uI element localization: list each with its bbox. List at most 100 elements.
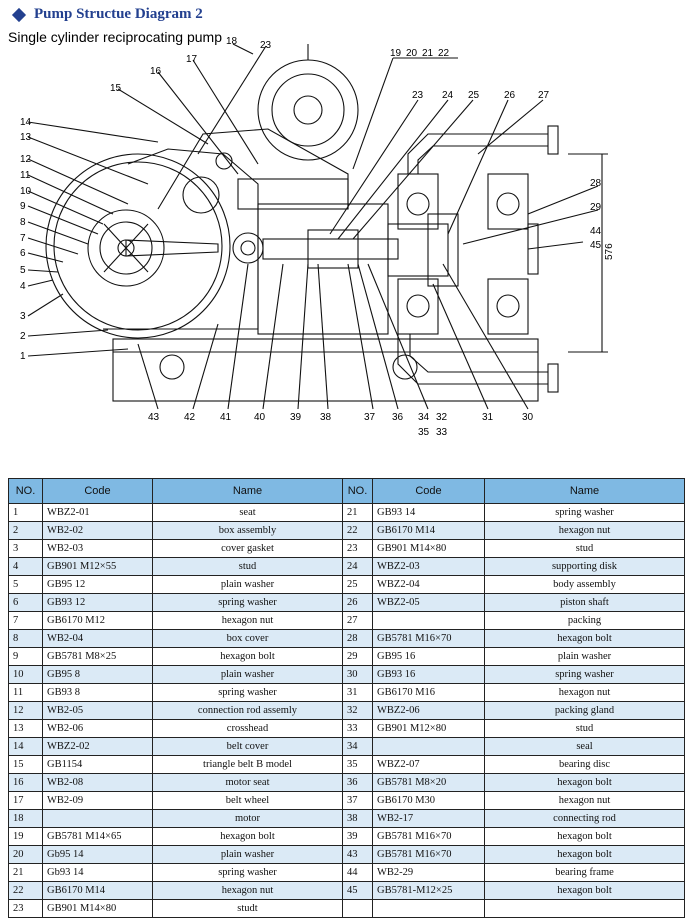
table-cell-code1: GB901 M12×55	[42, 557, 153, 576]
header-name-left: Name	[152, 478, 343, 504]
table-cell-code2: GB5781 M16×70	[372, 845, 485, 864]
label-43: 43	[148, 412, 160, 423]
header: Pump Structue Diagram 2 Single cylinder …	[8, 6, 688, 45]
table-cell-no1: 3	[8, 539, 43, 558]
table-cell-name2: spring washer	[484, 503, 685, 522]
table-cell-code2: WBZ2-03	[372, 557, 485, 576]
label-41: 41	[220, 412, 232, 423]
table-cell-no2: 21	[342, 503, 373, 522]
table-cell-no2: 31	[342, 683, 373, 702]
table-cell-name1: stud	[152, 557, 343, 576]
table-cell-name2: hexagon bolt	[484, 845, 685, 864]
table-cell-name2: hexagon bolt	[484, 881, 685, 900]
table-cell-name1: box assembly	[152, 521, 343, 540]
table-cell-no1: 13	[8, 719, 43, 738]
label-23-top: 23	[260, 40, 272, 51]
table-cell-code2: GB6170 M14	[372, 521, 485, 540]
table-cell-code1: Gb95 14	[42, 845, 153, 864]
table-cell-name2: packing	[484, 611, 685, 630]
table-cell-no1: 14	[8, 737, 43, 756]
table-cell-no1: 2	[8, 521, 43, 540]
label-10: 10	[20, 186, 32, 197]
label-8: 8	[20, 217, 26, 228]
table-cell-name2: hexagon nut	[484, 791, 685, 810]
pump-structure-drawing: 14 13 12 11 10 9 8 7 6 5 4 3 2 1 15 16 1…	[8, 34, 692, 454]
label-6: 6	[20, 248, 26, 259]
table-cell-no2: 39	[342, 827, 373, 846]
table-cell-no2: 27	[342, 611, 373, 630]
label-32: 32	[436, 412, 448, 423]
label-16: 16	[150, 66, 162, 77]
table-cell-name2: bearing disc	[484, 755, 685, 774]
label-12: 12	[20, 154, 32, 165]
table-cell-no1: 17	[8, 791, 43, 810]
table-cell-code2: GB5781 M16×70	[372, 827, 485, 846]
label-29: 29	[590, 202, 602, 213]
label-25: 25	[468, 90, 480, 101]
label-44: 44	[590, 226, 602, 237]
table-cell-code1: WB2-09	[42, 791, 153, 810]
table-cell-name2: seal	[484, 737, 685, 756]
table-cell-name2: hexagon bolt	[484, 629, 685, 648]
label-42: 42	[184, 412, 196, 423]
table-cell-name1: connection rod assemly	[152, 701, 343, 720]
table-cell-no2: 33	[342, 719, 373, 738]
label-37: 37	[364, 412, 376, 423]
label-33: 33	[436, 427, 448, 438]
table-cell-no1: 1	[8, 503, 43, 522]
label-34: 34	[418, 412, 430, 423]
table-cell-code1: WB2-08	[42, 773, 153, 792]
table-cell-no1: 11	[8, 683, 43, 702]
table-cell-code2: WBZ2-05	[372, 593, 485, 612]
label-21: 21	[422, 48, 434, 59]
table-cell-no2: 26	[342, 593, 373, 612]
diagram-title: Pump Structue Diagram 2	[34, 6, 203, 22]
table-cell-code1: GB95 12	[42, 575, 153, 594]
label-26: 26	[504, 90, 516, 101]
label-23: 23	[412, 90, 424, 101]
label-13: 13	[20, 132, 32, 143]
label-20: 20	[406, 48, 418, 59]
table-cell-code2: WBZ2-06	[372, 701, 485, 720]
table-cell-code2: GB5781 M8×20	[372, 773, 485, 792]
table-cell-code1: GB93 8	[42, 683, 153, 702]
table-cell-code1: GB901 M14×80	[42, 899, 153, 918]
table-cell-no1: 20	[8, 845, 43, 864]
table-cell-no2: 34	[342, 737, 373, 756]
table-cell-no1: 9	[8, 647, 43, 666]
label-45: 45	[590, 240, 602, 251]
label-22: 22	[438, 48, 450, 59]
dimension-label: 576	[604, 243, 615, 260]
table-cell-code2: GB93 14	[372, 503, 485, 522]
label-40: 40	[254, 412, 266, 423]
table-cell-no1: 4	[8, 557, 43, 576]
table-cell-code1: GB95 8	[42, 665, 153, 684]
table-cell-no2: 25	[342, 575, 373, 594]
drawing-labels: 14 13 12 11 10 9 8 7 6 5 4 3 2 1 15 16 1…	[20, 36, 615, 438]
table-cell-name2: connecting rod	[484, 809, 685, 828]
label-18: 18	[226, 36, 238, 47]
table-cell-code1: WB2-03	[42, 539, 153, 558]
table-cell-code2	[372, 737, 485, 756]
table-cell-name2: hexagon bolt	[484, 773, 685, 792]
table-cell-no1: 10	[8, 665, 43, 684]
table-cell-code1: Gb93 14	[42, 863, 153, 882]
table-cell-name1: hexagon nut	[152, 881, 343, 900]
table-header-row: NO. Code Name NO. Code Name	[8, 478, 685, 504]
diagram-title-row: Pump Structue Diagram 2	[8, 6, 688, 23]
label-11: 11	[20, 170, 31, 181]
table-cell-name1: box cover	[152, 629, 343, 648]
table-cell-name1: plain washer	[152, 845, 343, 864]
label-38: 38	[320, 412, 332, 423]
table-cell-code1: GB5781 M8×25	[42, 647, 153, 666]
label-1: 1	[20, 351, 26, 362]
table-cell-no2: 43	[342, 845, 373, 864]
table-cell-no1: 16	[8, 773, 43, 792]
header-no-right: NO.	[342, 478, 373, 504]
